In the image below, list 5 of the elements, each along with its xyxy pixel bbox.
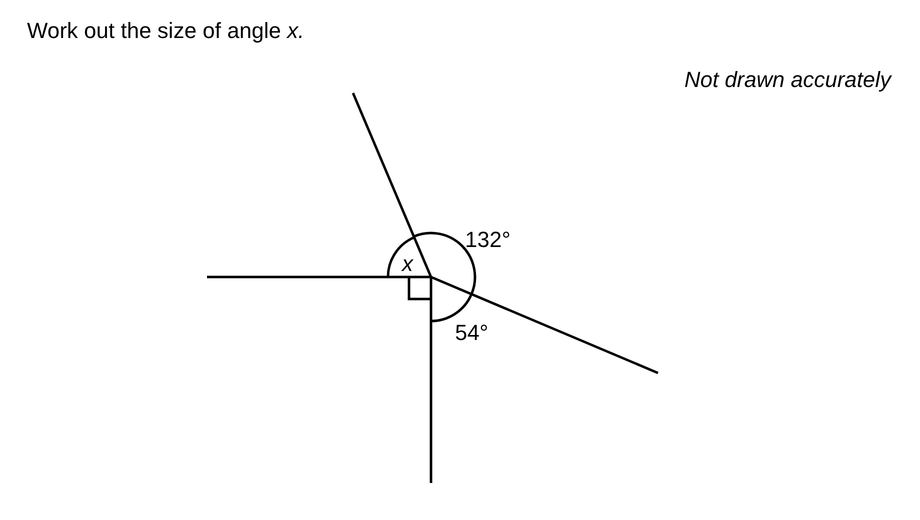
angle-label: 54°: [455, 322, 488, 344]
angle-label: 132°: [465, 229, 511, 251]
note-text: Not drawn accurately: [684, 69, 891, 91]
angle-label: x: [402, 253, 413, 275]
question-text: Work out the size of angle x.: [27, 20, 304, 42]
